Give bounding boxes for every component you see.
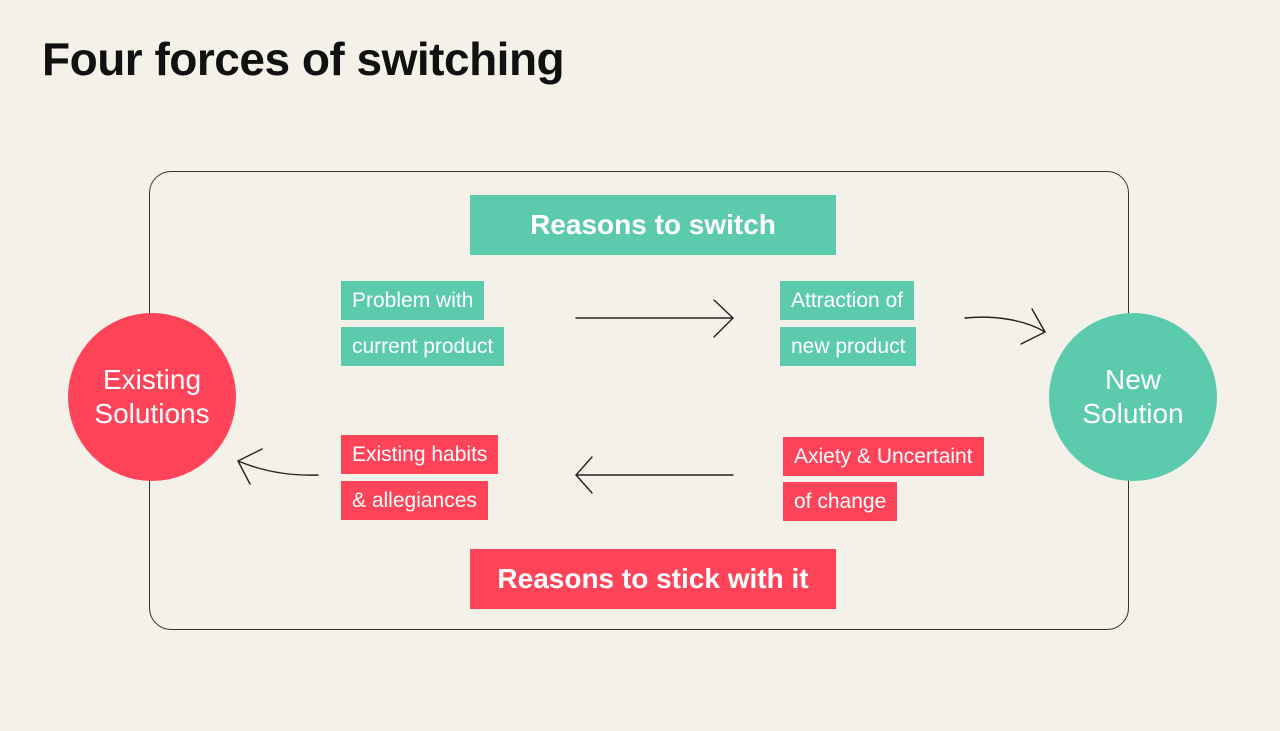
- habit-force-tag-line1: Existing habits: [341, 435, 499, 474]
- new-solution-label-line2: Solution: [1082, 398, 1184, 429]
- pull-force-tag-line1: Attraction of: [780, 281, 915, 320]
- existing-solutions-label-line2: Solutions: [94, 398, 210, 429]
- habit-force-tag-line2: & allegiances: [341, 481, 488, 520]
- push-force-tag-line1: Problem with: [341, 281, 485, 320]
- new-solution-node: New Solution: [1049, 313, 1217, 481]
- existing-solutions-node: Existing Solutions: [68, 313, 236, 481]
- push-force-tag-line2: current product: [341, 327, 505, 366]
- reasons-to-switch-label: Reasons to switch: [530, 209, 776, 240]
- habit-arrow-icon: [237, 448, 319, 485]
- pull-force-tag-line2: new product: [780, 327, 917, 366]
- anxiety-force-tag-line2: of change: [783, 482, 898, 521]
- new-solution-label-line1: New: [1104, 364, 1161, 395]
- reasons-to-switch-heading: Reasons to switch: [470, 195, 836, 255]
- page-title: Four forces of switching: [42, 33, 565, 85]
- reasons-to-stick-label: Reasons to stick with it: [497, 563, 809, 594]
- existing-solutions-label-line1: Existing: [102, 364, 202, 395]
- reasons-to-stick-heading: Reasons to stick with it: [470, 549, 836, 609]
- pull-arrow-icon: [964, 308, 1046, 345]
- anxiety-force-tag-line1: Axiety & Uncertaint: [783, 437, 984, 476]
- anxiety-arrow-icon: [575, 456, 734, 494]
- push-arrow-icon: [575, 299, 734, 338]
